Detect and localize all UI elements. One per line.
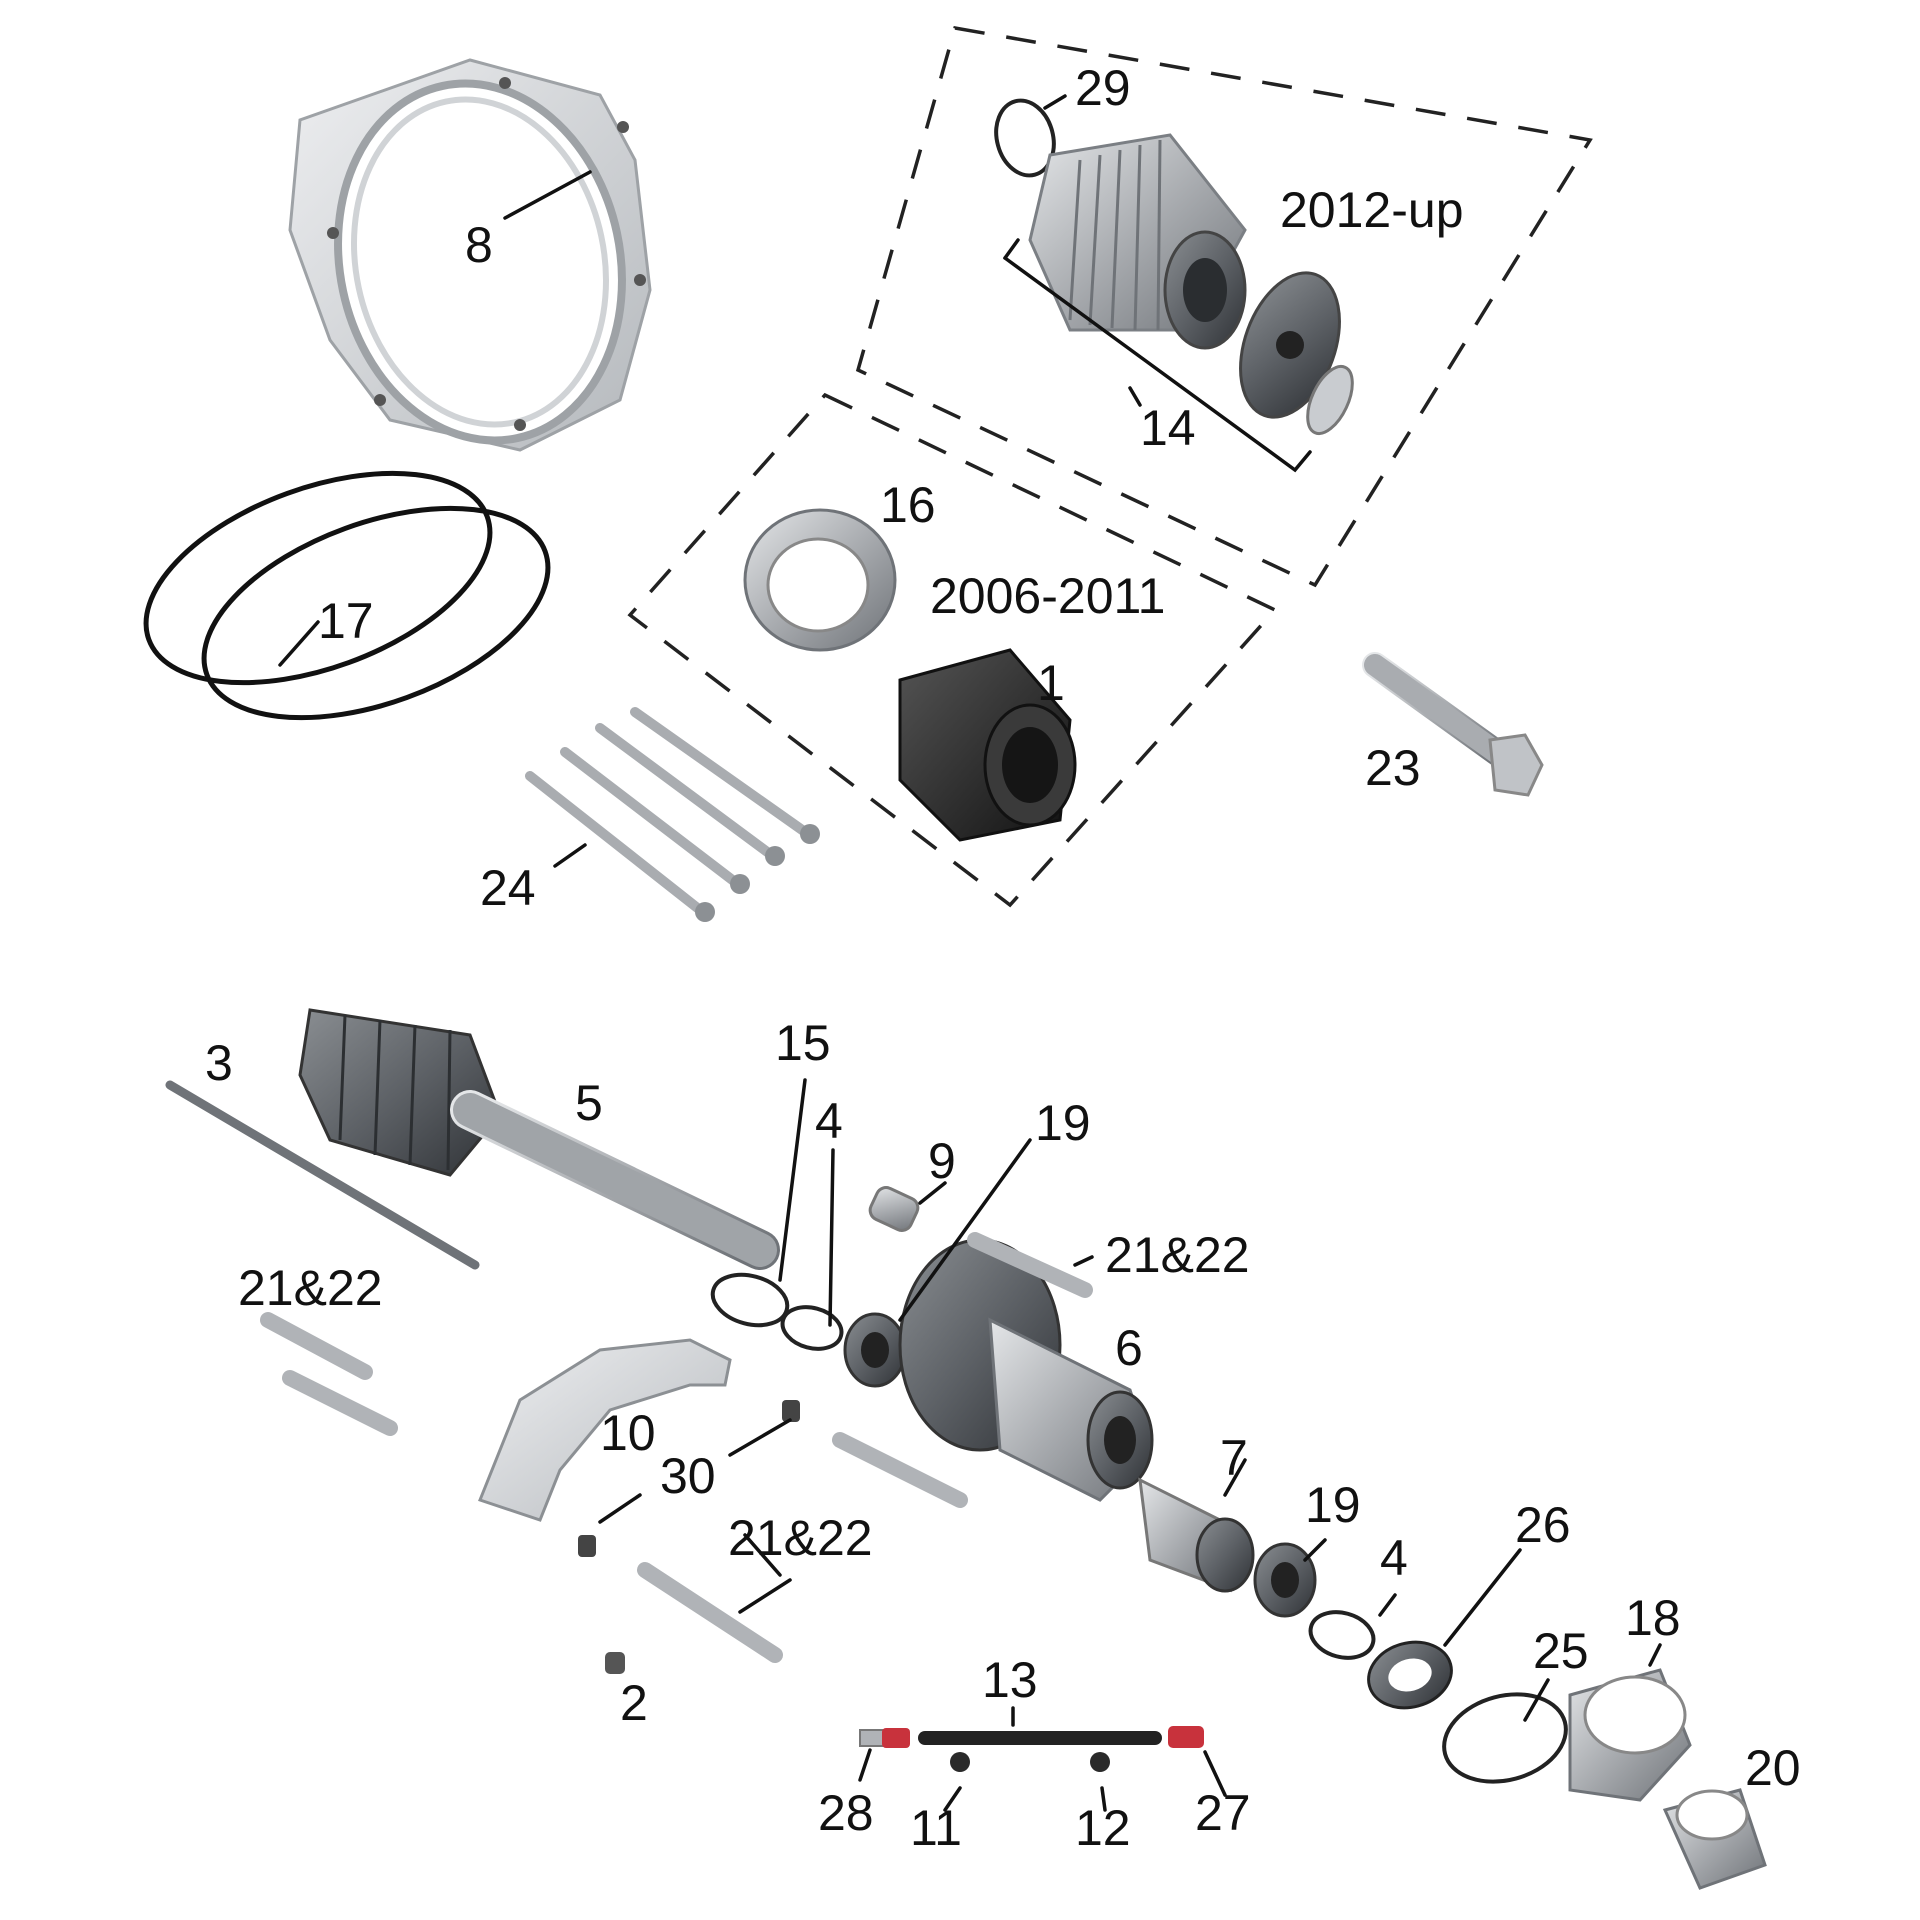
label-part-19-upper: 19 bbox=[1035, 1095, 1091, 1151]
part-5-main-shaft bbox=[298, 1008, 780, 1270]
label-part-24: 24 bbox=[480, 860, 536, 916]
label-part-20: 20 bbox=[1745, 1740, 1801, 1796]
part-4-retaining-ring-lower bbox=[1308, 1610, 1376, 1660]
part-2-pin bbox=[605, 1652, 625, 1674]
part-10-shift-fork-bracket bbox=[478, 1338, 732, 1522]
label-part-6: 6 bbox=[1115, 1320, 1143, 1376]
part-26-oil-seal bbox=[1367, 1640, 1453, 1710]
part-18-bearing-race bbox=[1568, 1668, 1692, 1802]
part-20-bushing bbox=[1662, 1788, 1767, 1890]
leader-lines bbox=[278, 94, 1662, 1812]
part-3-long-rod bbox=[165, 1080, 480, 1270]
part-29-small-o-ring bbox=[994, 98, 1056, 178]
part-19-needle-bearing-upper bbox=[843, 1312, 907, 1388]
label-part-30: 30 bbox=[660, 1448, 716, 1504]
label-part-18: 18 bbox=[1625, 1590, 1681, 1646]
label-part-26: 26 bbox=[1515, 1497, 1571, 1553]
label-part-25: 25 bbox=[1533, 1623, 1589, 1679]
part-9-dowel-sleeve bbox=[868, 1186, 920, 1232]
part-25-o-ring bbox=[1442, 1692, 1568, 1784]
label-part-5: 5 bbox=[575, 1075, 603, 1131]
part-28-terminal-left bbox=[859, 1728, 910, 1748]
label-part-27: 27 bbox=[1195, 1785, 1251, 1841]
label-part-16: 16 bbox=[880, 477, 936, 533]
part-14-gear-hub-assembly bbox=[1003, 133, 1354, 473]
label-part-14: 14 bbox=[1140, 400, 1196, 456]
label-part-1: 1 bbox=[1037, 655, 1065, 711]
label-part-7: 7 bbox=[1220, 1430, 1248, 1486]
part-23-hex-bolt bbox=[1362, 652, 1544, 797]
label-part-15: 15 bbox=[775, 1015, 831, 1071]
group-2012-up-outline bbox=[855, 26, 1593, 588]
part-21-22-bolts bbox=[260, 1232, 1093, 1663]
part-7-bearing-sleeve bbox=[1138, 1477, 1255, 1593]
label-part-11: 11 bbox=[910, 1800, 962, 1856]
part-4-retaining-ring-upper bbox=[780, 1305, 844, 1351]
part-11-grommet bbox=[950, 1752, 970, 1772]
part-15-snap-ring bbox=[710, 1272, 790, 1328]
label-part-21-22-left: 21&22 bbox=[238, 1260, 383, 1316]
part-24-long-bolts bbox=[525, 707, 820, 922]
label-part-10: 10 bbox=[600, 1405, 656, 1461]
label-part-21-22-bottom: 21&22 bbox=[728, 1510, 873, 1566]
label-part-13: 13 bbox=[982, 1652, 1038, 1708]
label-part-4-lower: 4 bbox=[1380, 1530, 1408, 1586]
label-part-17: 17 bbox=[318, 593, 374, 649]
group-2006-2011-outline bbox=[627, 392, 1278, 908]
part-12-grommet bbox=[1090, 1752, 1110, 1772]
part-labels: 8 29 2012-up 14 16 2006-2011 1 17 23 24 … bbox=[205, 60, 1801, 1856]
label-part-4-upper: 4 bbox=[815, 1093, 843, 1149]
part-19-needle-bearing-lower bbox=[1253, 1542, 1317, 1618]
part-6-countershaft-gear bbox=[898, 1238, 1154, 1502]
part-27-terminal-right bbox=[1168, 1726, 1204, 1748]
part-1-splined-hub bbox=[898, 648, 1077, 842]
part-16-spacer-ring bbox=[743, 508, 897, 652]
label-part-8: 8 bbox=[465, 217, 493, 273]
label-part-23: 23 bbox=[1365, 740, 1421, 796]
label-part-29: 29 bbox=[1075, 60, 1131, 116]
label-part-3: 3 bbox=[205, 1035, 233, 1091]
part-14-bracket bbox=[1003, 256, 1312, 473]
part-17-o-rings bbox=[143, 470, 551, 721]
label-group-2006-2011: 2006-2011 bbox=[930, 568, 1165, 624]
part-8-housing-ring bbox=[288, 58, 652, 452]
part-30-set-screws bbox=[578, 1400, 800, 1557]
label-part-21-22-right: 21&22 bbox=[1105, 1227, 1250, 1283]
label-part-19-lower: 19 bbox=[1305, 1477, 1361, 1533]
label-part-2: 2 bbox=[620, 1675, 648, 1731]
label-part-12: 12 bbox=[1075, 1800, 1131, 1856]
label-group-2012-up: 2012-up bbox=[1280, 182, 1464, 238]
label-part-28: 28 bbox=[818, 1785, 874, 1841]
label-part-9: 9 bbox=[928, 1133, 956, 1189]
